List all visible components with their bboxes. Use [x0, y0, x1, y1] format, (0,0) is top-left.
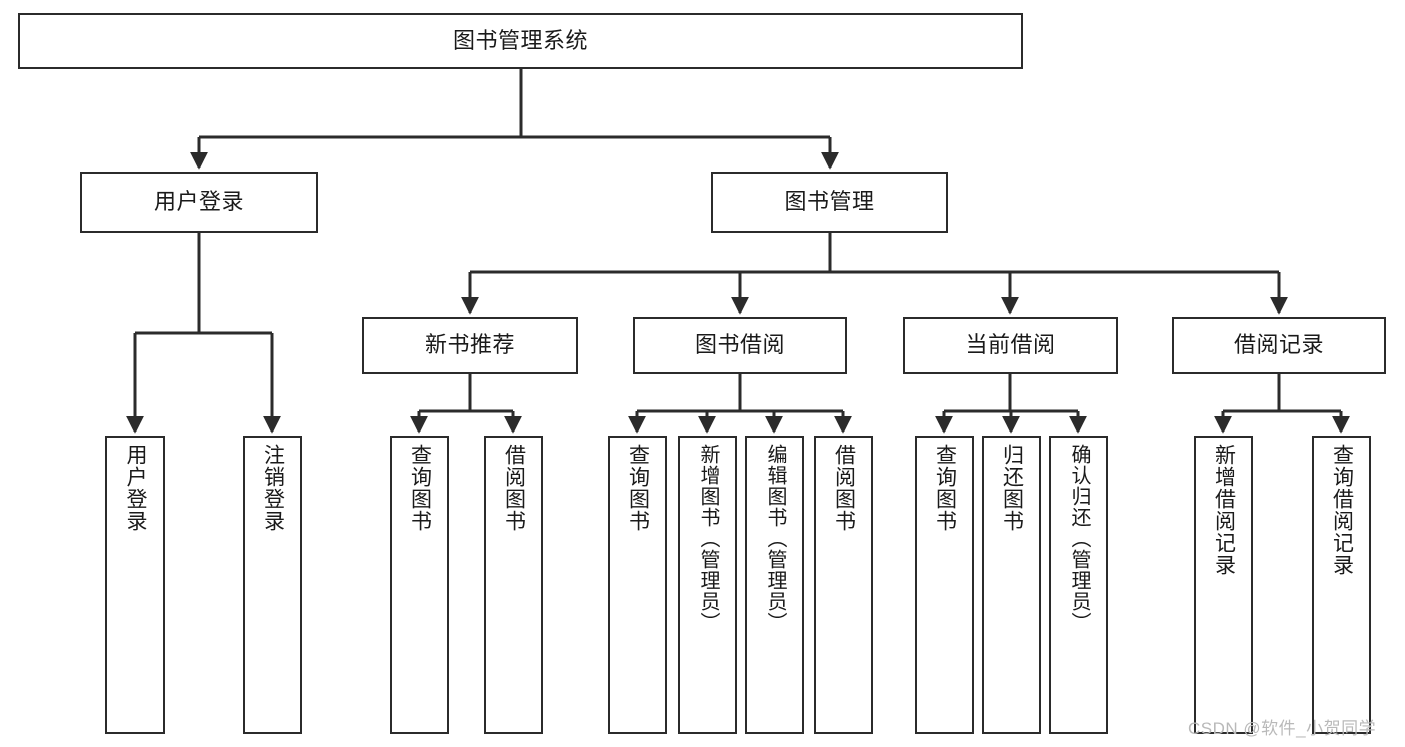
node-user-login[interactable]: 用户登录: [80, 172, 318, 233]
node-leaf-add-borrow-record[interactable]: 新增借阅记录: [1194, 436, 1253, 734]
node-leaf-query-book-current[interactable]: 查询图书: [915, 436, 974, 734]
node-leaf-add-book-label: 新增图书（管理员）: [697, 444, 719, 633]
node-leaf-user-login-label: 用户登录: [124, 444, 148, 532]
node-leaf-query-borrow-record-label: 查询借阅记录: [1330, 444, 1354, 576]
node-leaf-borrow-book-recommend-label: 借阅图书: [502, 444, 526, 532]
node-leaf-query-book-borrow[interactable]: 查询图书: [608, 436, 667, 734]
node-book-management[interactable]: 图书管理: [711, 172, 948, 233]
node-leaf-query-book-current-label: 查询图书: [933, 444, 957, 532]
node-leaf-return-book-label: 归还图书: [1000, 444, 1024, 532]
node-leaf-query-book-recommend-label: 查询图书: [408, 444, 432, 532]
node-borrow-record[interactable]: 借阅记录: [1172, 317, 1386, 374]
node-leaf-confirm-return[interactable]: 确认归还（管理员）: [1049, 436, 1108, 734]
node-user-login-label: 用户登录: [153, 189, 244, 215]
node-leaf-user-login[interactable]: 用户登录: [105, 436, 165, 734]
node-leaf-logout-label: 注销登录: [261, 444, 285, 532]
node-current-borrow-label: 当前借阅: [965, 332, 1056, 358]
node-leaf-add-borrow-record-label: 新增借阅记录: [1212, 444, 1236, 576]
node-leaf-query-borrow-record[interactable]: 查询借阅记录: [1312, 436, 1371, 734]
node-root-label: 图书管理系统: [452, 27, 588, 53]
node-leaf-query-book-recommend[interactable]: 查询图书: [390, 436, 449, 734]
node-leaf-logout[interactable]: 注销登录: [243, 436, 302, 734]
node-root[interactable]: 图书管理系统: [18, 13, 1023, 69]
node-leaf-return-book[interactable]: 归还图书: [982, 436, 1041, 734]
node-borrow-record-label: 借阅记录: [1233, 332, 1324, 358]
node-leaf-add-book[interactable]: 新增图书（管理员）: [678, 436, 737, 734]
node-book-borrow[interactable]: 图书借阅: [633, 317, 847, 374]
node-new-book-recommend-label: 新书推荐: [424, 332, 515, 358]
node-current-borrow[interactable]: 当前借阅: [903, 317, 1118, 374]
node-new-book-recommend[interactable]: 新书推荐: [362, 317, 578, 374]
node-leaf-borrow-book-recommend[interactable]: 借阅图书: [484, 436, 543, 734]
node-leaf-borrow-book[interactable]: 借阅图书: [814, 436, 873, 734]
node-leaf-confirm-return-label: 确认归还（管理员）: [1068, 444, 1090, 633]
node-leaf-edit-book[interactable]: 编辑图书（管理员）: [745, 436, 804, 734]
node-book-borrow-label: 图书借阅: [694, 332, 785, 358]
node-leaf-borrow-book-label: 借阅图书: [832, 444, 856, 532]
node-leaf-query-book-borrow-label: 查询图书: [626, 444, 650, 532]
node-book-management-label: 图书管理: [784, 189, 875, 215]
node-leaf-edit-book-label: 编辑图书（管理员）: [764, 444, 786, 633]
